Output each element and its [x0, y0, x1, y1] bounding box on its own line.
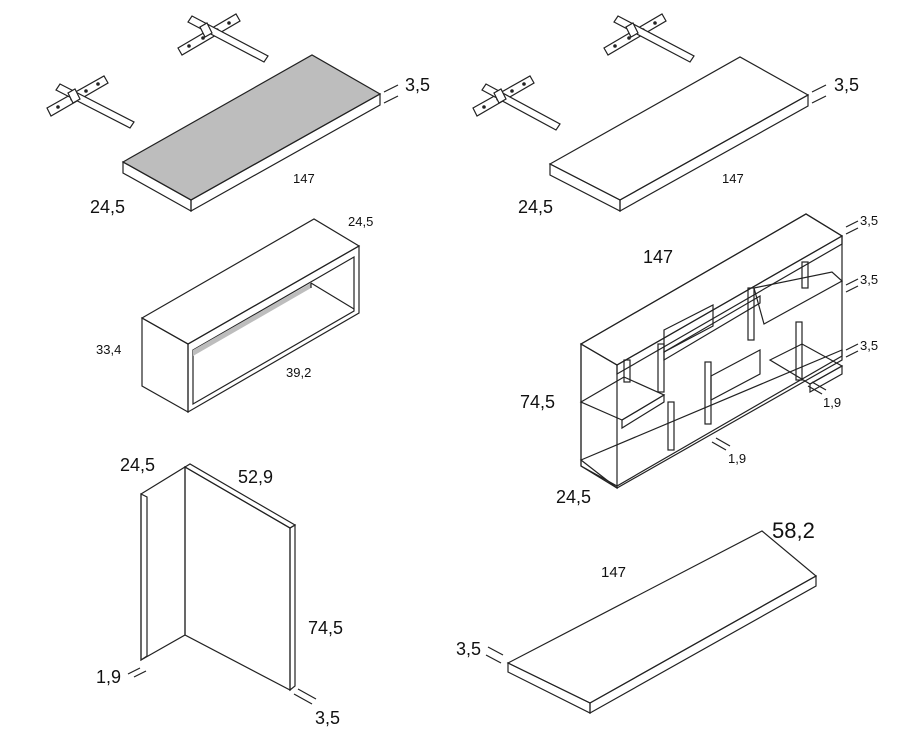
- lpanel-thickness-side-label: 3,5: [315, 708, 340, 728]
- shelf-right-group: 24,5 147 3,5: [472, 13, 859, 217]
- desk-depth-label: 58,2: [772, 518, 815, 543]
- dim-tick: [383, 95, 399, 104]
- bookcase-group: 147 74,5 24,5 3,5 3,5 3,5 1,9 1,9: [520, 213, 878, 507]
- shelf-left-depth-label: 24,5: [90, 197, 125, 217]
- shelf-left-group: 24,5 147 3,5: [46, 13, 430, 217]
- shelf-right-length-label: 147: [722, 171, 744, 186]
- bookcase-width-label: 147: [643, 247, 673, 267]
- bracket-right-1: [472, 75, 561, 131]
- dim-tick: [383, 84, 399, 93]
- bookcase-shelf-thickness-1: 3,5: [860, 213, 878, 228]
- lpanel-thickness-bottom-label: 1,9: [96, 667, 121, 687]
- shelf-left-top: [121, 54, 382, 201]
- bracket-right-2: [603, 13, 695, 63]
- shelf-left-length-label: 147: [293, 171, 315, 186]
- shelf-right-front: [549, 163, 621, 212]
- bookcase-divider-thickness-2: 1,9: [728, 451, 746, 466]
- shelf-right-side: [619, 93, 809, 213]
- desk-length-label: 147: [601, 564, 626, 581]
- bracket-left-1: [46, 75, 135, 129]
- bookcase-shelf-thickness-3: 3,5: [860, 338, 878, 353]
- l-panel-group: 24,5 52,9 74,5 1,9 3,5: [96, 455, 343, 728]
- desk-top-group: 58,2 147 3,5: [456, 518, 818, 715]
- shelf-left-side: [190, 92, 381, 213]
- bracket-left-2: [177, 13, 269, 63]
- shelf-right-thickness-label: 3,5: [834, 75, 859, 95]
- bookcase-depth-label: 24,5: [556, 487, 591, 507]
- bookcase-shelf-thickness-2: 3,5: [860, 272, 878, 287]
- shelf-right-depth-label: 24,5: [518, 197, 553, 217]
- lpanel-width-label: 52,9: [238, 467, 273, 487]
- box-height-label: 33,4: [96, 342, 121, 357]
- box-depth-label: 24,5: [348, 214, 373, 229]
- desk-thickness-label: 3,5: [456, 639, 481, 659]
- box-cabinet-group: 24,5 33,4 39,2: [96, 214, 373, 414]
- lpanel-height-label: 74,5: [308, 618, 343, 638]
- bookcase-divider-thickness-1: 1,9: [823, 395, 841, 410]
- lpanel-depth-label: 24,5: [120, 455, 155, 475]
- shelf-left-thickness-label: 3,5: [405, 75, 430, 95]
- bookcase-height-label: 74,5: [520, 392, 555, 412]
- box-width-label: 39,2: [286, 365, 311, 380]
